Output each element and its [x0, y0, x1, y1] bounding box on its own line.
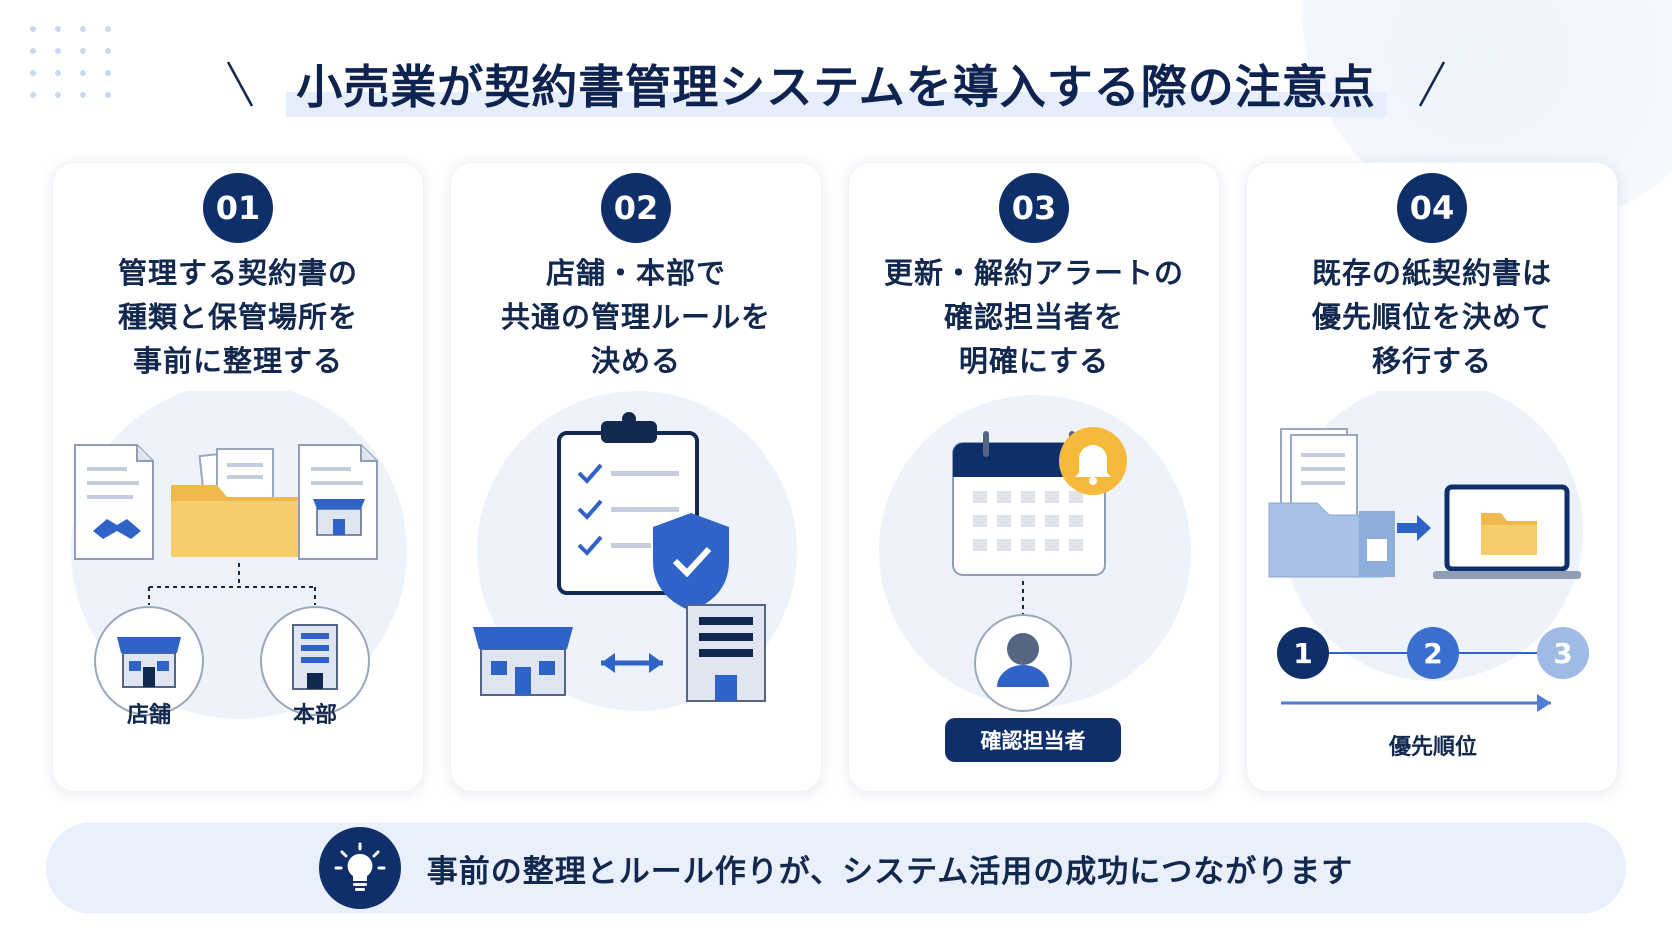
- bell-alert-icon: [1059, 427, 1127, 495]
- title-left-slash-icon: [227, 61, 254, 107]
- page-title: 小売業が契約書管理システムを導入する際の注意点: [286, 51, 1386, 117]
- store-document-icon: [298, 444, 378, 560]
- step-number-badge: 02: [601, 173, 671, 243]
- dot-grid-decoration: [30, 26, 113, 98]
- contract-organization-illustration: [71, 391, 407, 719]
- step-number-badge: 01: [203, 173, 273, 243]
- priority-label: 優先順位: [1388, 735, 1477, 760]
- laptop-folder-icon: [1433, 484, 1581, 579]
- headquarters-building-icon: [260, 606, 370, 716]
- headquarters-label: 本部: [292, 703, 337, 728]
- shield-check-icon: [653, 513, 729, 611]
- card-01: 01 管理する契約書の 種類と保管場所を 事前に整理する: [52, 162, 424, 792]
- store-icon: [94, 606, 204, 716]
- double-arrow-icon: [601, 653, 663, 673]
- card-heading: 更新・解約アラートの 確認担当者を 明確にする: [883, 256, 1184, 378]
- owner-badge: 確認担当者: [945, 718, 1121, 762]
- store-icon: [473, 627, 573, 696]
- title-right-slash-icon: [1418, 61, 1445, 107]
- shared-rules-illustration: [473, 391, 797, 711]
- step-number-badge: 04: [1397, 173, 1467, 243]
- card-heading: 管理する契約書の 種類と保管場所を 事前に整理する: [117, 256, 358, 378]
- footer-message: 事前の整理とルール作りが、システム活用の成功につながります: [426, 853, 1354, 890]
- card-04: 04 既存の紙契約書は 優先順位を決めて 移行する: [1246, 162, 1618, 792]
- handshake-document-icon: [74, 444, 154, 560]
- card-02: 02 店舗・本部で 共通の管理ルールを 決める: [450, 162, 822, 792]
- folder-icon: [171, 448, 301, 557]
- headquarters-building-icon: [686, 604, 766, 702]
- card-03: 03 更新・解約アラートの 確認担当者を 明確にする: [848, 162, 1220, 792]
- footer-banner: 事前の整理とルール作りが、システム活用の成功につながります: [46, 822, 1626, 914]
- paper-folder-icon: [1268, 428, 1395, 578]
- card-heading: 店舗・本部で 共通の管理ルールを 決める: [500, 256, 771, 378]
- title-row: 小売業が契約書管理システムを導入する際の注意点: [0, 44, 1672, 124]
- person-avatar-icon: [974, 614, 1072, 712]
- store-label: 店舗: [126, 703, 171, 728]
- step-number-badge: 03: [999, 173, 1069, 243]
- lightbulb-icon: [318, 827, 401, 909]
- alert-owner-illustration: [879, 395, 1191, 712]
- right-arrow-icon: [1397, 515, 1431, 541]
- card-heading: 既存の紙契約書は 優先順位を決めて 移行する: [1311, 256, 1552, 378]
- migration-priority-illustration: [1268, 391, 1583, 712]
